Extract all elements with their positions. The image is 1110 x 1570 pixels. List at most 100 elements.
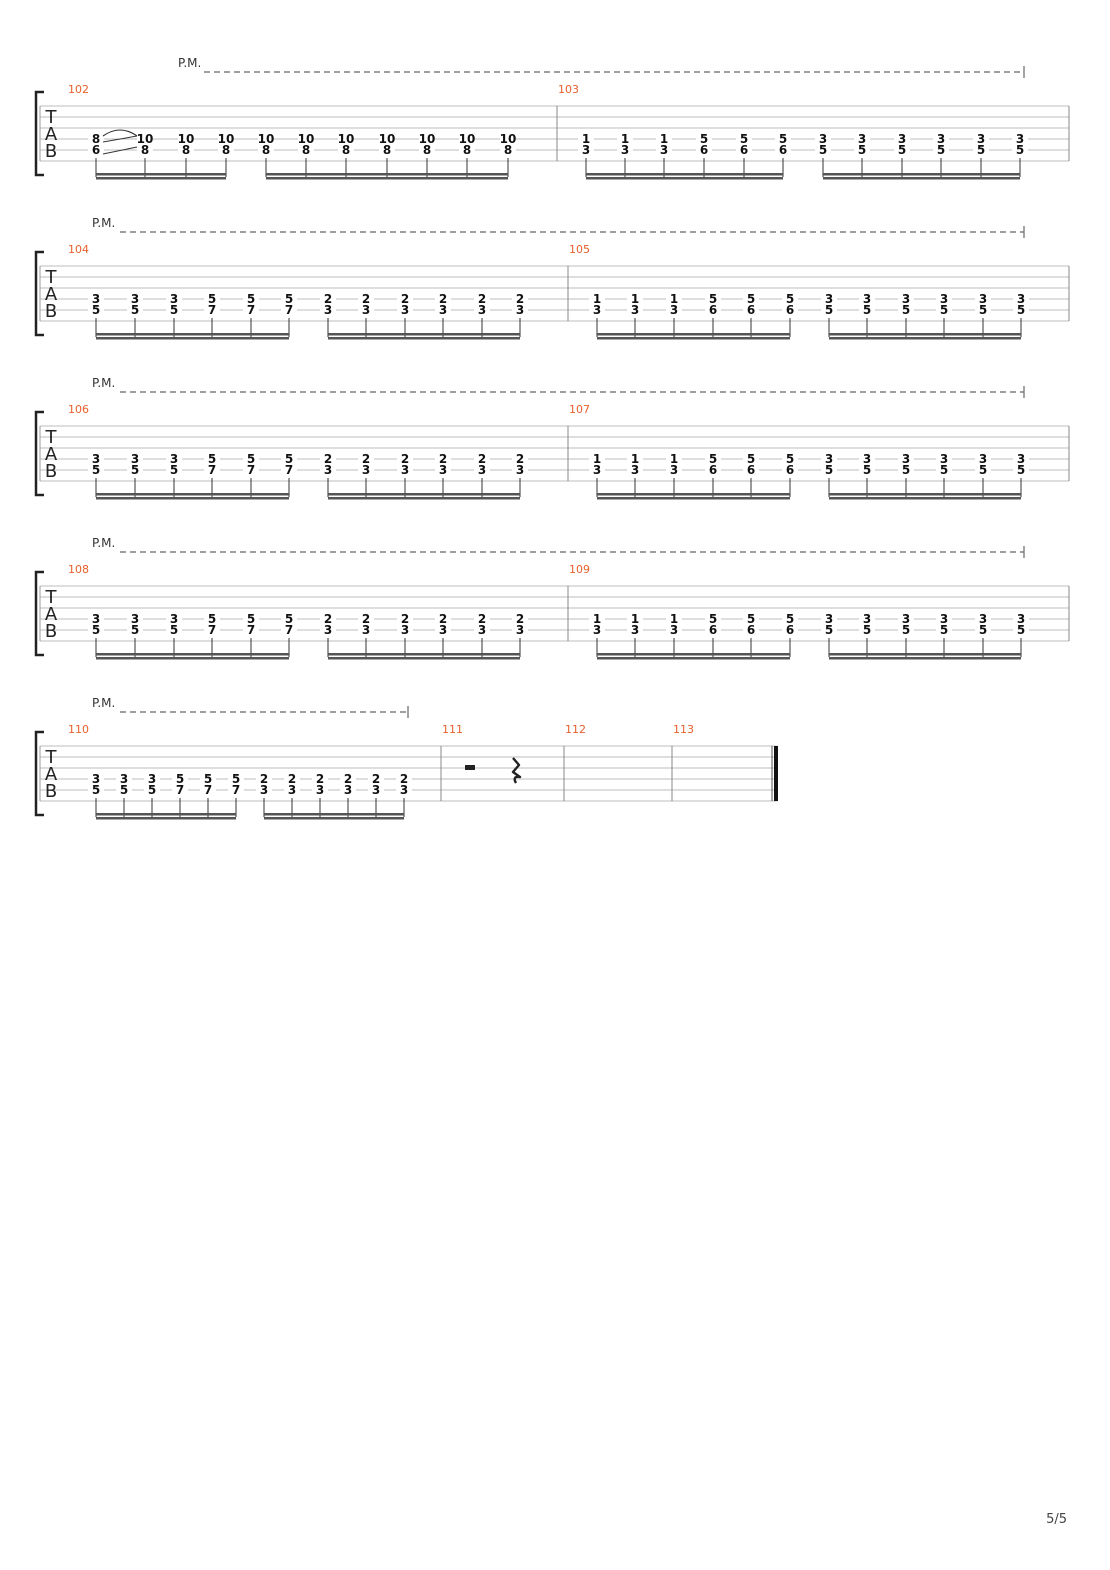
fret-mask xyxy=(589,613,605,635)
fret-mask xyxy=(743,613,759,635)
fret-number: 3 xyxy=(148,772,156,786)
fret-number: 3 xyxy=(582,143,590,157)
fret-mask xyxy=(666,293,682,315)
fret-number: 2 xyxy=(439,452,447,466)
fret-number: 8 xyxy=(141,143,149,157)
fret-number: 3 xyxy=(940,612,948,626)
beam xyxy=(264,817,404,820)
bar-number: 107 xyxy=(569,403,590,416)
fret-number: 5 xyxy=(786,292,794,306)
fret-mask xyxy=(298,133,314,155)
fret-mask xyxy=(975,293,991,315)
fret-number: 1 xyxy=(621,132,629,146)
fret-number: 1 xyxy=(670,452,678,466)
fret-number: 5 xyxy=(247,612,255,626)
fret-number: 2 xyxy=(288,772,296,786)
fret-mask xyxy=(936,613,952,635)
beam xyxy=(264,813,404,816)
fret-mask xyxy=(320,453,336,475)
tab-clef-letter: B xyxy=(45,461,57,482)
bar-number: 111 xyxy=(442,723,463,736)
fret-number: 8 xyxy=(302,143,310,157)
fret-number: 2 xyxy=(516,452,524,466)
beam xyxy=(328,337,520,340)
fret-number: 3 xyxy=(170,452,178,466)
fret-mask xyxy=(627,453,643,475)
fret-number: 3 xyxy=(439,623,447,637)
fret-number: 3 xyxy=(670,623,678,637)
fret-mask xyxy=(204,453,220,475)
fret-number: 5 xyxy=(232,772,240,786)
bar-number: 109 xyxy=(569,563,590,576)
fret-mask xyxy=(320,293,336,315)
fret-number: 3 xyxy=(979,292,987,306)
fret-number: 3 xyxy=(593,303,601,317)
fret-number: 3 xyxy=(401,623,409,637)
tab-clef-letter: B xyxy=(45,781,57,802)
fret-number: 5 xyxy=(131,303,139,317)
beam xyxy=(829,333,1021,336)
system-bracket xyxy=(34,570,44,657)
fret-number: 3 xyxy=(362,303,370,317)
fret-number: 5 xyxy=(819,143,827,157)
fret-number: 3 xyxy=(92,772,100,786)
fret-mask xyxy=(775,133,791,155)
fret-mask xyxy=(815,133,831,155)
fret-number: 5 xyxy=(898,143,906,157)
fret-number: 3 xyxy=(902,612,910,626)
fret-number: 3 xyxy=(92,612,100,626)
beam xyxy=(829,497,1021,500)
fret-mask xyxy=(782,453,798,475)
fret-mask xyxy=(281,613,297,635)
fret-number: 3 xyxy=(593,463,601,477)
palm-mute-label: P.M. xyxy=(92,376,115,390)
fret-mask xyxy=(243,293,259,315)
fret-number: 3 xyxy=(825,292,833,306)
fret-mask xyxy=(656,133,672,155)
fret-number: 3 xyxy=(863,612,871,626)
system-bracket xyxy=(34,410,44,497)
beam xyxy=(328,657,520,660)
fret-number: 3 xyxy=(478,463,486,477)
fret-number: 5 xyxy=(740,132,748,146)
fret-mask xyxy=(281,453,297,475)
fret-number: 2 xyxy=(260,772,268,786)
fret-number: 10 xyxy=(419,132,436,146)
tab-clef-letter: T xyxy=(45,747,58,768)
fret-mask xyxy=(933,133,949,155)
fret-mask xyxy=(1013,613,1029,635)
measure-112: 112 xyxy=(565,723,673,801)
fret-mask xyxy=(88,613,104,635)
fret-number: 5 xyxy=(747,452,755,466)
fret-number: 3 xyxy=(120,772,128,786)
fret-number: 1 xyxy=(593,612,601,626)
beam xyxy=(96,337,289,340)
fret-number: 2 xyxy=(372,772,380,786)
fret-mask xyxy=(1013,293,1029,315)
fret-number: 5 xyxy=(170,303,178,317)
tab-clef-letter: B xyxy=(45,621,57,642)
fret-number: 3 xyxy=(92,292,100,306)
fret-number: 2 xyxy=(344,772,352,786)
fret-number: 10 xyxy=(459,132,476,146)
final-barline-thick xyxy=(774,746,778,801)
fret-number: 5 xyxy=(204,772,212,786)
fret-number: 3 xyxy=(362,623,370,637)
fret-number: 5 xyxy=(902,623,910,637)
fret-number: 10 xyxy=(500,132,517,146)
bar-number: 113 xyxy=(673,723,694,736)
beam xyxy=(823,177,1020,180)
fret-mask xyxy=(127,613,143,635)
fret-number: 3 xyxy=(902,452,910,466)
fret-mask xyxy=(1013,453,1029,475)
fret-number: 5 xyxy=(863,463,871,477)
fret-number: 1 xyxy=(593,452,601,466)
palm-mute-label: P.M. xyxy=(178,56,201,70)
fret-mask xyxy=(397,453,413,475)
fret-mask xyxy=(821,293,837,315)
fret-number: 3 xyxy=(819,132,827,146)
fret-mask xyxy=(474,453,490,475)
fret-number: 5 xyxy=(940,623,948,637)
